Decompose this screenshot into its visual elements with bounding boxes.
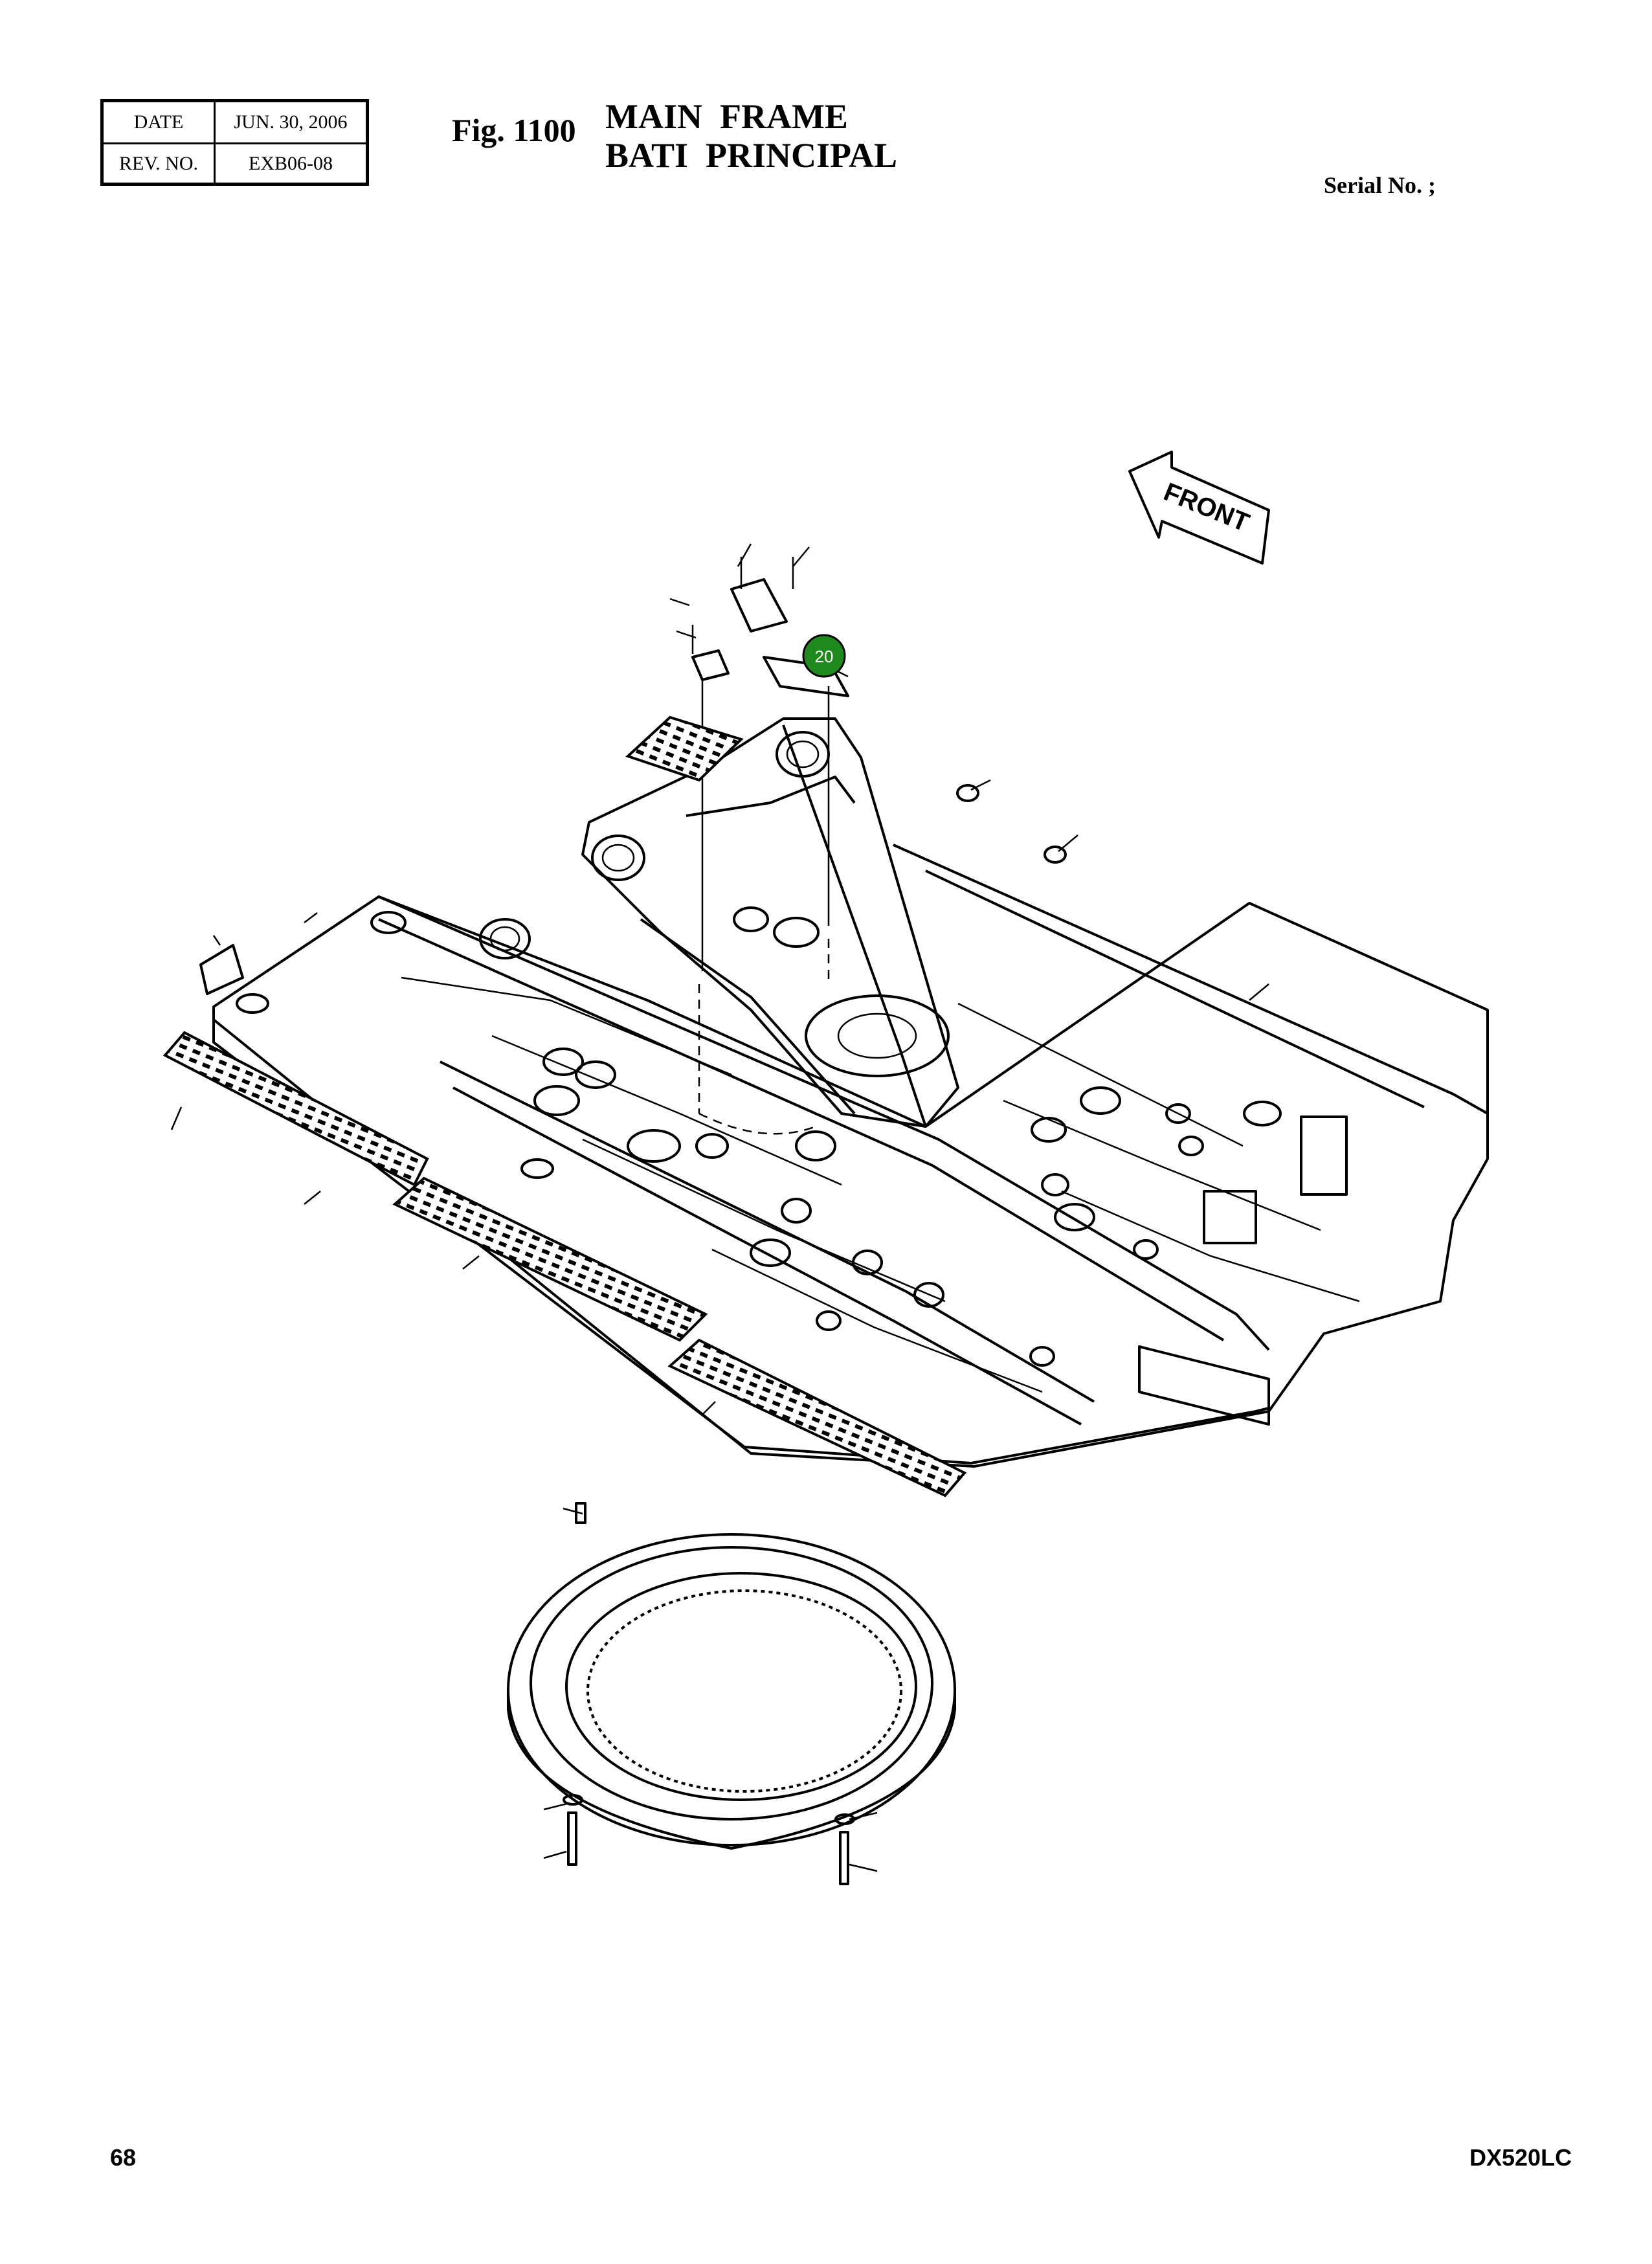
model-name: DX520LC <box>1469 2144 1572 2171</box>
serial-number-label: Serial No. ; <box>1324 172 1436 198</box>
figure-title-french: BATI PRINCIPAL <box>605 136 898 175</box>
front-direction-arrow: FRONT <box>1128 451 1270 565</box>
date-row: DATE JUN. 30, 2006 <box>104 102 366 144</box>
revision-label: REV. NO. <box>104 144 216 184</box>
figure-title: MAIN FRAME BATI PRINCIPAL <box>605 97 897 175</box>
upper-step-plate <box>625 715 744 782</box>
page-number: 68 <box>110 2144 137 2171</box>
corner-cover <box>199 944 244 995</box>
figure-number: Fig. 1100 <box>452 112 576 148</box>
callout-marker-20[interactable]: 20 <box>802 634 846 678</box>
revision-info-box: DATE JUN. 30, 2006 REV. NO. EXB06-08 <box>100 99 369 186</box>
boom-foot-structure <box>479 717 959 1128</box>
revision-row: REV. NO. EXB06-08 <box>104 144 366 184</box>
ring-bolts <box>563 1794 855 1885</box>
front-label: FRONT <box>1160 478 1253 537</box>
walkway-plate-front <box>162 1031 429 1187</box>
date-label: DATE <box>104 102 216 142</box>
figure-title-english: MAIN FRAME <box>605 97 848 136</box>
date-value: JUN. 30, 2006 <box>234 111 348 133</box>
callout-label: 20 <box>815 647 834 666</box>
leader-lines <box>170 543 1269 1872</box>
frame-holes-and-bushings <box>236 784 1282 1367</box>
revision-value: EXB06-08 <box>249 153 333 174</box>
walkway-plate-middle <box>392 1176 708 1342</box>
walkway-plate-rear <box>667 1338 967 1497</box>
swing-bearing-ring <box>507 1502 956 1850</box>
rear-counterweight-supports <box>1138 1115 1348 1426</box>
callout-circle <box>802 634 846 678</box>
swing-bearing-seat <box>698 939 950 1135</box>
